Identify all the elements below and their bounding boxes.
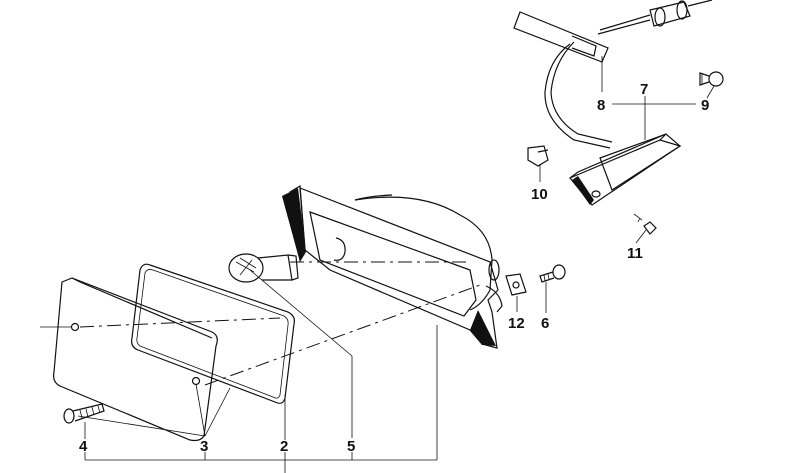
label-5: 5 xyxy=(347,438,355,455)
alignment-lines xyxy=(79,261,481,386)
callout-labels: 4 3 2 5 12 6 8 7 9 10 11 xyxy=(79,81,709,455)
label-3: 3 xyxy=(200,438,208,455)
label-4: 4 xyxy=(79,438,88,455)
socket-part xyxy=(527,145,549,167)
cable-part xyxy=(513,0,713,149)
label-7: 7 xyxy=(640,81,648,98)
gasket-part xyxy=(131,263,295,404)
label-12: 12 xyxy=(508,315,525,332)
bulb-part xyxy=(228,237,346,283)
label-11: 11 xyxy=(627,245,643,262)
housing-part xyxy=(282,184,503,349)
label-2: 2 xyxy=(280,438,288,455)
screw-part-11 xyxy=(633,213,657,235)
label-6: 6 xyxy=(541,315,549,332)
lens-part xyxy=(40,277,218,442)
label-10: 10 xyxy=(531,186,548,203)
clip-nut-part xyxy=(505,273,527,296)
assembly-bracket xyxy=(84,452,437,473)
screw-part xyxy=(63,403,105,424)
label-8: 8 xyxy=(597,97,605,114)
side-marker-part xyxy=(569,133,682,206)
small-bulb-part xyxy=(699,71,724,87)
screw-part-6 xyxy=(539,264,566,283)
leader-lines xyxy=(77,56,715,460)
label-9: 9 xyxy=(701,97,709,114)
